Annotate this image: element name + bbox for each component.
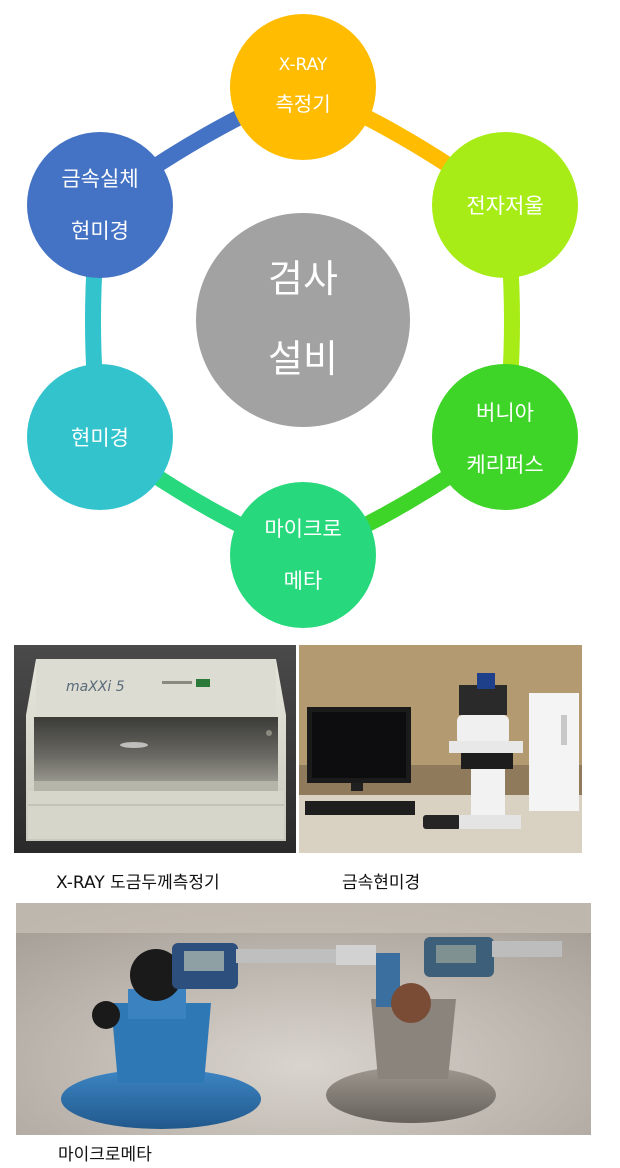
node-metal-stereo-microscope-line-2: 현미경 (71, 219, 129, 243)
node-xray-line-1: X-RAY (279, 55, 328, 75)
node-vernier-caliper: 버니아 케리퍼스 (432, 364, 578, 510)
node-microscope: 현미경 (27, 364, 173, 510)
node-electronic-balance-circle (432, 132, 578, 278)
metal-microscope-photo (299, 645, 582, 853)
xray-caption: X-RAY 도금두께측정기 (56, 873, 220, 893)
node-metal-stereo-microscope-circle (27, 132, 173, 278)
node-microscope-circle (27, 364, 173, 510)
center-label-line-1: 검사 (268, 257, 338, 301)
micrometer-photo (16, 903, 591, 1135)
node-metal-stereo-microscope-line-1: 금속실체 (61, 167, 138, 191)
node-vernier-caliper-line-2: 케리퍼스 (466, 453, 543, 477)
node-xray-line-2: 측정기 (275, 92, 330, 116)
node-vernier-caliper-circle (432, 364, 578, 510)
micrometer-caption: 마이크로메타 (58, 1145, 152, 1165)
metal-microscope-caption: 금속현미경 (342, 873, 421, 893)
node-micrometer: 마이크로 메타 (230, 482, 376, 628)
node-micrometer-line-1: 마이크로 (264, 517, 341, 541)
node-metal-stereo-microscope: 금속실체 현미경 (27, 132, 173, 278)
equipment-cycle-diagram: 검사 설비 X-RAY 측정기 전자저울 버니아 케리퍼스 마이크로 메타 현미… (27, 14, 578, 628)
node-micrometer-circle (230, 482, 376, 628)
node-electronic-balance-line-1: 전자저울 (466, 194, 543, 218)
node-electronic-balance: 전자저울 (432, 132, 578, 278)
node-micrometer-line-2: 메타 (284, 569, 323, 593)
node-vernier-caliper-line-1: 버니아 (476, 401, 534, 425)
node-xray: X-RAY 측정기 (230, 14, 376, 160)
xray-brand-label: maXXi 5 (66, 679, 125, 695)
center-label-line-2: 설비 (268, 337, 338, 381)
center-node: 검사 설비 (196, 213, 410, 427)
center-circle (196, 213, 410, 427)
node-xray-circle (230, 14, 376, 160)
node-microscope-line-1: 현미경 (71, 426, 129, 450)
xray-machine-photo: maXXi 5 (14, 645, 296, 853)
